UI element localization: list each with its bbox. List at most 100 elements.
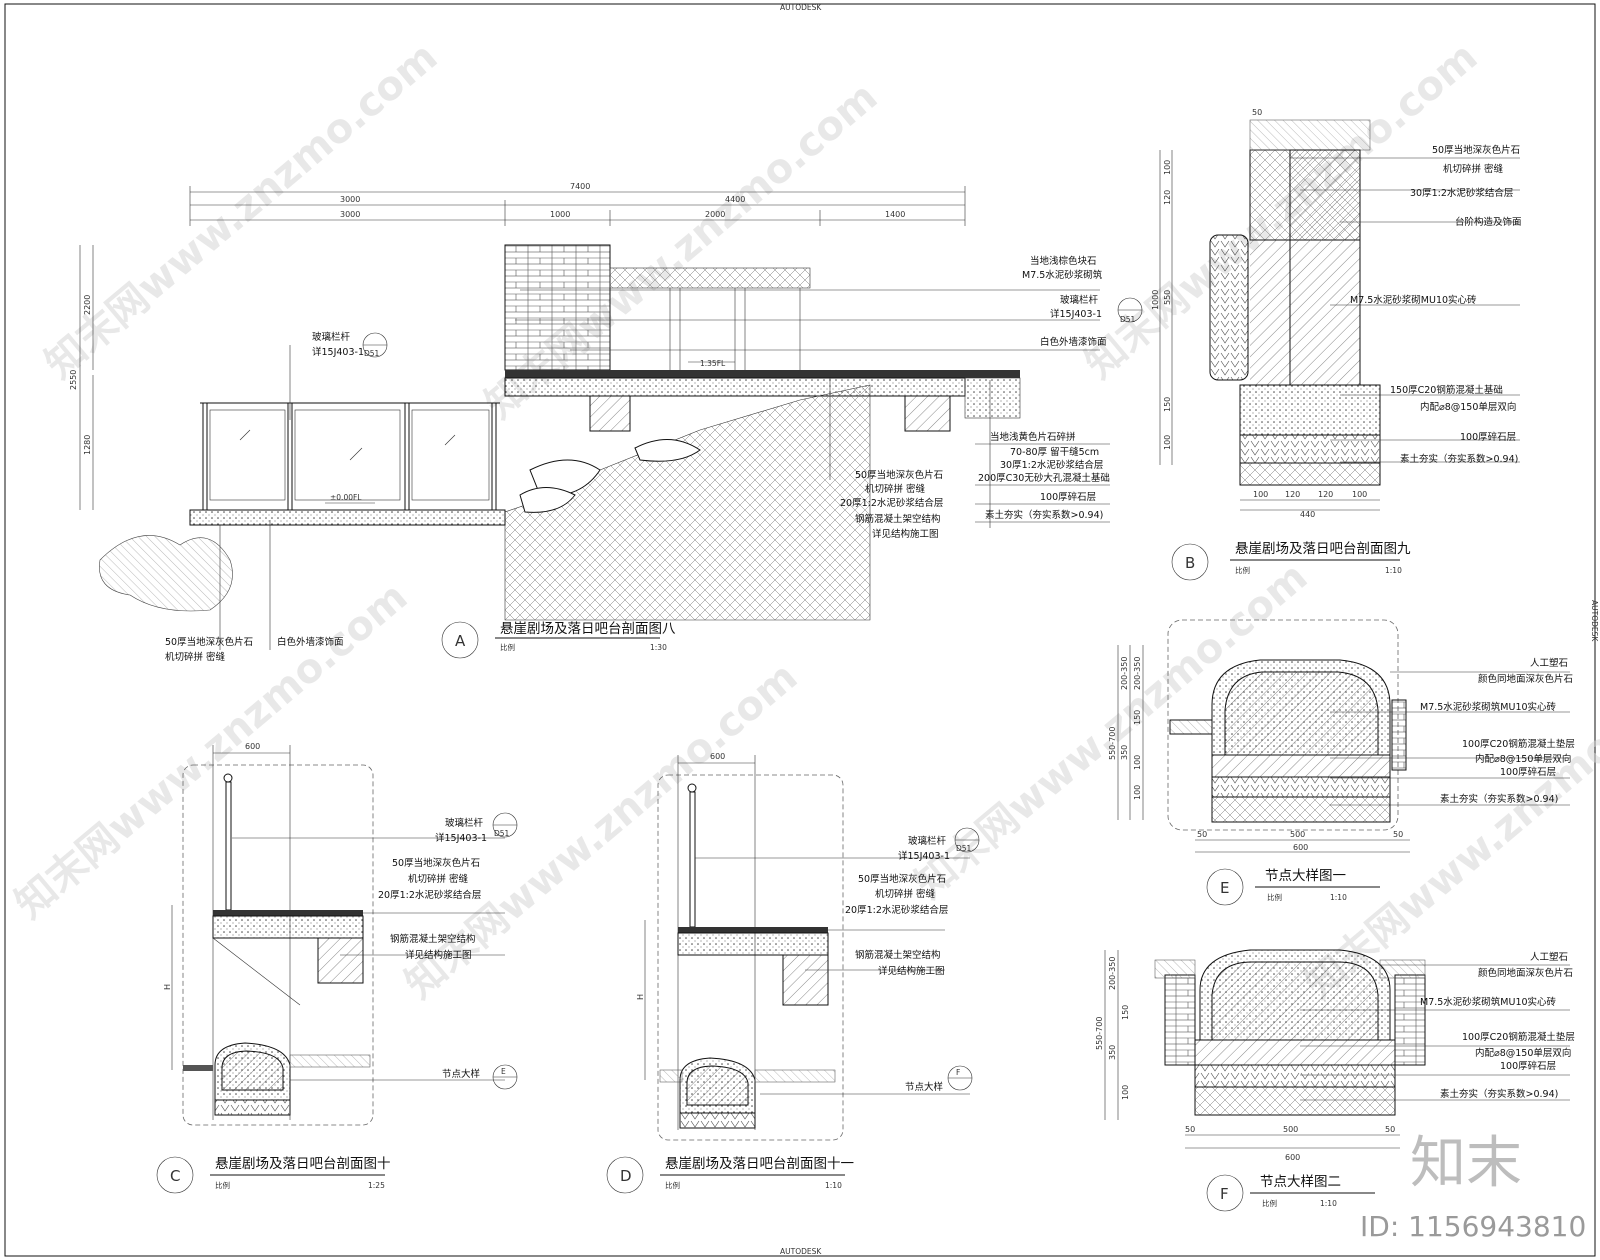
concrete-slab [677,932,829,956]
label: 内配⌀8@150单层双向 [1420,401,1516,413]
image-id: ID: 1156943810 [1360,1210,1586,1243]
dim: 100 [1133,785,1142,800]
label: 机切碎拼 密缝 [1443,163,1504,175]
support-beam [904,395,951,432]
label: 钢筋混凝土架空结构 [390,933,476,945]
label: 详见结构施工图 [878,965,945,977]
label: 玻璃栏杆 [445,817,484,829]
label: 100厚碎石层 [1460,431,1516,443]
level-mark-upper: 1.35FL [700,359,726,368]
detail-e: 200-350 200-350 550-700 150 350 100 100 … [1108,619,1575,906]
scale-value: 1:10 [1330,893,1347,902]
gravel-layer [1239,434,1381,464]
label: 素土夯实（夯实系数>0.94) [985,509,1103,521]
label: M7.5水泥砂浆砌筑MU10实心砖 [1420,701,1557,713]
label: 当地浅棕色块石 [1030,255,1097,267]
dim: 150 [1163,397,1172,412]
label: 白色外墙漆饰面 [1040,336,1107,348]
section-letter: F [1220,1185,1229,1203]
pergola-beam [609,267,811,289]
top-mark: AUTODESK [780,3,822,12]
ref-tag: D51 [364,349,380,358]
dim: 1000 [1151,290,1160,310]
paving-layer [213,910,363,916]
stone-wall [504,244,611,371]
dim-total: 7400 [570,182,590,191]
node-tag: E [501,1067,506,1076]
scale-value: 1:25 [368,1181,385,1190]
label: 50厚当地深灰色片石 [392,857,480,869]
label: 详见结构施工图 [872,528,939,540]
dim: 600 [1285,1153,1300,1162]
dim: 500 [1290,830,1305,839]
watermark-text: 知末网www.znzmo.com [7,574,416,928]
scale-value: 1:30 [650,643,667,652]
dim: 600 [1293,843,1308,852]
label: 人工塑石 [1530,952,1568,963]
support-beam [589,395,631,432]
label: 内配⌀8@150单层双向 [1475,753,1571,765]
brand-logo: 知末 [1410,1131,1522,1196]
planting [1249,119,1371,151]
label: 内配⌀8@150单层双向 [1475,1047,1571,1059]
dim: 200-350 [1108,957,1117,990]
section-title: 节点大样图二 [1260,1174,1341,1190]
section-letter: E [1220,879,1229,897]
dim: 50 [1252,108,1262,117]
label: 30厚1:2水泥砂浆结合层 [1000,459,1103,471]
section-title: 节点大样图一 [1265,868,1346,884]
ref-tag: D51 [494,829,510,838]
paving-layer [505,370,965,378]
dim-seg-4: 1400 [885,210,905,219]
dim: 600 [245,742,260,751]
label: 20厚1:2水泥砂浆结合层 [378,889,481,901]
support-beam [317,937,364,984]
planting [1154,959,1196,979]
scale-label: 比例 [215,1180,230,1190]
dim: 100 [1253,490,1268,499]
dim: 120 [1318,490,1333,499]
dim: 150 [1133,710,1142,725]
dim-seg-2: 1000 [550,210,570,219]
label: 机切碎拼 密缝 [165,651,226,663]
label: 白色外墙漆饰面 [277,636,344,648]
side-mark: AUTODESK [1590,600,1599,642]
label: 50厚当地深灰色片石 [855,469,943,481]
dim: H [636,994,645,1000]
label: M7.5水泥砂浆砌筑 [1022,269,1103,281]
dim: 550-700 [1095,1017,1104,1050]
label: 玻璃栏杆 [908,835,947,847]
label: 素土夯实（夯实系数>0.94) [1440,793,1558,805]
dim: 200-350 [1120,657,1129,690]
section-letter: A [455,632,466,650]
bottom-mark: AUTODESK [780,1247,822,1256]
dim-right-span: 4400 [725,195,745,204]
dim: H [163,984,172,990]
dim: 500 [1283,1125,1298,1134]
dim: 120 [1163,190,1172,205]
paving-layer [678,927,828,933]
scale-label: 比例 [1262,1198,1277,1208]
detail-f: 200-350 550-700 150 350 100 50 500 50 60… [1095,949,1575,1212]
scale-value: 1:10 [1385,566,1402,575]
label: 钢筋混凝土架空结构 [855,513,941,525]
label: 节点大样 [905,1081,943,1093]
label: 玻璃栏杆 [312,331,351,343]
label: 100厚碎石层 [1040,491,1096,503]
label: 详15J403-1 [312,346,364,358]
label: 200厚C30无砂大孔混凝土基础 [978,472,1110,484]
label: 机切碎拼 密缝 [875,888,936,900]
dim-seg-3: 2000 [705,210,725,219]
label: 50厚当地深灰色片石 [1432,144,1520,156]
section-letter: C [170,1167,180,1185]
planting [99,535,233,612]
dim-height-wall: 2200 [83,295,92,315]
support-beam [782,954,829,1006]
dim: 550-700 [1108,727,1117,760]
label: 详15J403-1 [435,832,487,844]
dim: 350 [1120,745,1129,760]
ref-tag: D51 [956,844,972,853]
label: 机切碎拼 密缝 [865,483,926,495]
compacted-soil [1239,462,1381,486]
